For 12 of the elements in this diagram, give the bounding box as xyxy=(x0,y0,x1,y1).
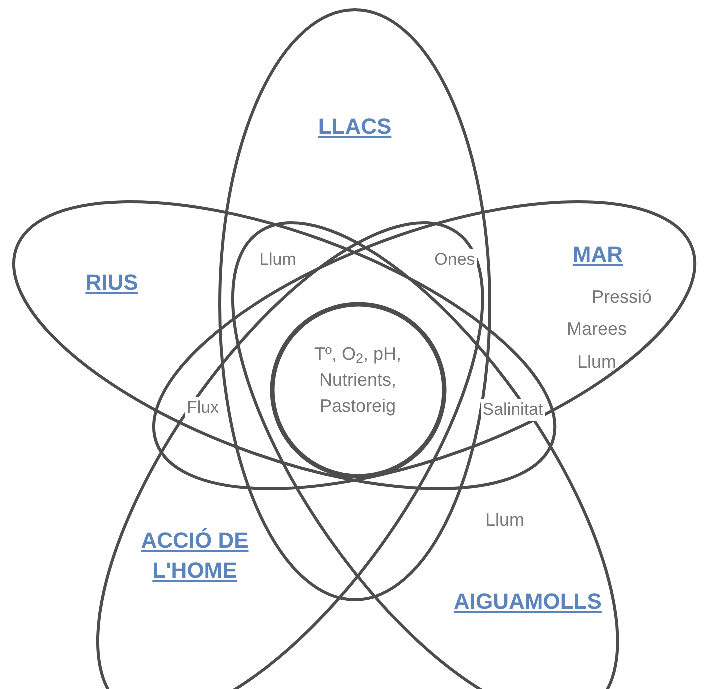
overlap-text: Flux xyxy=(184,397,222,419)
set-text: Pressió xyxy=(592,286,652,309)
set-title: MAR xyxy=(572,241,624,270)
set-title: LLACS xyxy=(318,113,392,142)
set-text: Llum xyxy=(577,350,616,374)
set-text: Tº, O$_{2}$, pH, Nutrients, Pastoreig xyxy=(313,342,403,418)
set-title: ACCIÓ DE L'HOME xyxy=(140,527,250,585)
set-title: RIUS xyxy=(86,269,138,298)
set-text: Marees xyxy=(566,318,627,341)
overlap-text: Salinitat xyxy=(480,399,546,421)
set-title: AIGUAMOLLS xyxy=(454,588,602,616)
set-text: Llum xyxy=(485,508,524,532)
